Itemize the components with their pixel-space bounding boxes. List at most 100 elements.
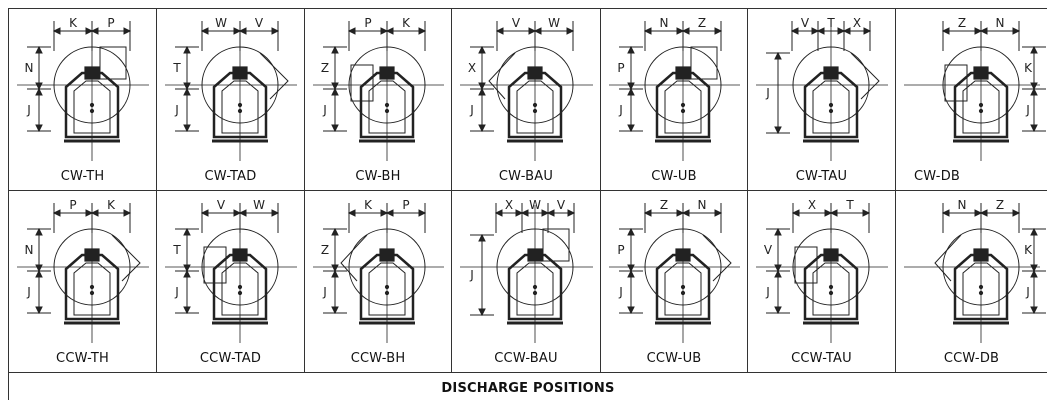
cell-caption: CCW-BH	[350, 351, 406, 366]
dimension-label: P	[364, 16, 371, 30]
fan-housing-drawing	[904, 23, 1040, 161]
discharge-cell-ccw-bau: X W V J CCW-BAU	[451, 190, 600, 372]
dimension-label: X	[505, 198, 513, 212]
dimension-label: W	[253, 198, 265, 212]
cell-caption: CW-BAU	[498, 169, 554, 184]
dimension-label: Z	[321, 243, 329, 257]
discharge-cell-ccw-tad: V W T J CCW-TAD	[156, 190, 304, 372]
dimension-annotations: P K Z J	[321, 16, 427, 133]
fan-housing-drawing	[165, 205, 297, 343]
dimension-label: J	[174, 285, 179, 299]
dimension-label: Z	[958, 16, 966, 30]
dimension-label: K	[107, 198, 116, 212]
dimension-label: W	[215, 16, 227, 30]
dimension-label: P	[69, 198, 76, 212]
dimension-label: J	[765, 86, 770, 100]
cell-caption: CW-TAD	[204, 169, 257, 184]
dimension-annotations: V W T J	[172, 198, 280, 315]
dimension-label: J	[618, 103, 623, 117]
dimension-label: X	[808, 198, 816, 212]
footer-bar: DISCHARGE POSITIONS	[8, 372, 1047, 400]
dimension-annotations: K P Z J	[321, 198, 427, 315]
dimension-label: T	[172, 243, 181, 257]
discharge-cell-cw-bh: P K Z J CW-BH	[304, 8, 451, 190]
discharge-cell-cw-ub: N Z P J CW-UB	[600, 8, 747, 190]
dimension-label: T	[826, 16, 835, 30]
fan-housing-drawing	[756, 23, 888, 161]
dimension-label: V	[512, 16, 521, 30]
discharge-diagram: V W T J	[165, 198, 297, 343]
dimension-annotations: N Z P J	[617, 16, 723, 133]
dimension-label: W	[548, 16, 560, 30]
dimension-label: J	[174, 103, 179, 117]
discharge-cell-ccw-bh: K P Z J CCW-BH	[304, 190, 451, 372]
cell-caption: CCW-TAD	[199, 351, 262, 366]
dimension-label: P	[617, 243, 624, 257]
fan-housing-drawing	[460, 205, 593, 343]
fan-housing-drawing	[756, 205, 888, 343]
dimension-label: J	[469, 268, 474, 282]
dimension-label: N	[25, 61, 34, 75]
fan-housing-drawing	[904, 205, 1040, 343]
cell-caption: CCW-UB	[646, 351, 702, 366]
dimension-annotations: X W V J	[469, 198, 576, 317]
discharge-cell-ccw-ub: Z N P J CCW-UB	[600, 190, 747, 372]
fan-housing-drawing	[165, 23, 297, 161]
discharge-diagram: P K Z J	[313, 16, 444, 161]
dimension-label: N	[25, 243, 34, 257]
dimension-label: V	[801, 16, 810, 30]
dimension-label: K	[364, 198, 373, 212]
dimension-label: N	[698, 198, 707, 212]
dimension-label: W	[529, 198, 541, 212]
cell-caption: CCW-TH	[56, 351, 109, 366]
cell-caption: CW-TH	[60, 169, 105, 184]
dimension-annotations: X T V J	[764, 198, 871, 315]
dimension-label: J	[26, 103, 31, 117]
dimension-label: J	[322, 103, 327, 117]
dimension-label: K	[402, 16, 411, 30]
dimension-label: X	[853, 16, 861, 30]
dimension-label: J	[765, 285, 770, 299]
cell-caption: CCW-BAU	[494, 351, 558, 366]
cell-caption: CW-UB	[651, 169, 697, 184]
dimension-label: J	[618, 285, 623, 299]
dimension-annotations: P K N J	[25, 198, 132, 315]
dimension-label: J	[469, 103, 474, 117]
dimension-label: J	[26, 285, 31, 299]
dimension-label: Z	[321, 61, 329, 75]
fan-housing-drawing	[609, 205, 740, 343]
discharge-diagram: V T X J	[756, 16, 888, 161]
dimension-label: Z	[698, 16, 706, 30]
dimension-label: Z	[996, 198, 1004, 212]
fan-housing-drawing	[17, 205, 149, 343]
dimension-label: Z	[660, 198, 668, 212]
dimension-label: J	[1025, 285, 1030, 299]
discharge-diagram: K P Z J	[313, 198, 444, 343]
dimension-label: J	[322, 285, 327, 299]
dimension-label: V	[764, 243, 773, 257]
dimension-label: P	[617, 61, 624, 75]
fan-housing-drawing	[313, 23, 444, 161]
dimension-label: J	[1025, 103, 1030, 117]
dimension-label: P	[402, 198, 409, 212]
dimension-label: V	[557, 198, 566, 212]
dimension-label: K	[1024, 243, 1033, 257]
discharge-cell-ccw-th: P K N J CCW-TH	[8, 190, 156, 372]
dimension-annotations: V T X J	[765, 16, 872, 135]
dimension-label: N	[660, 16, 669, 30]
cell-caption: CW-BH	[355, 169, 401, 184]
dimension-label: T	[845, 198, 854, 212]
dimension-label: V	[217, 198, 226, 212]
fan-housing-drawing	[609, 23, 740, 161]
cell-caption: CCW-DB	[943, 351, 1000, 366]
